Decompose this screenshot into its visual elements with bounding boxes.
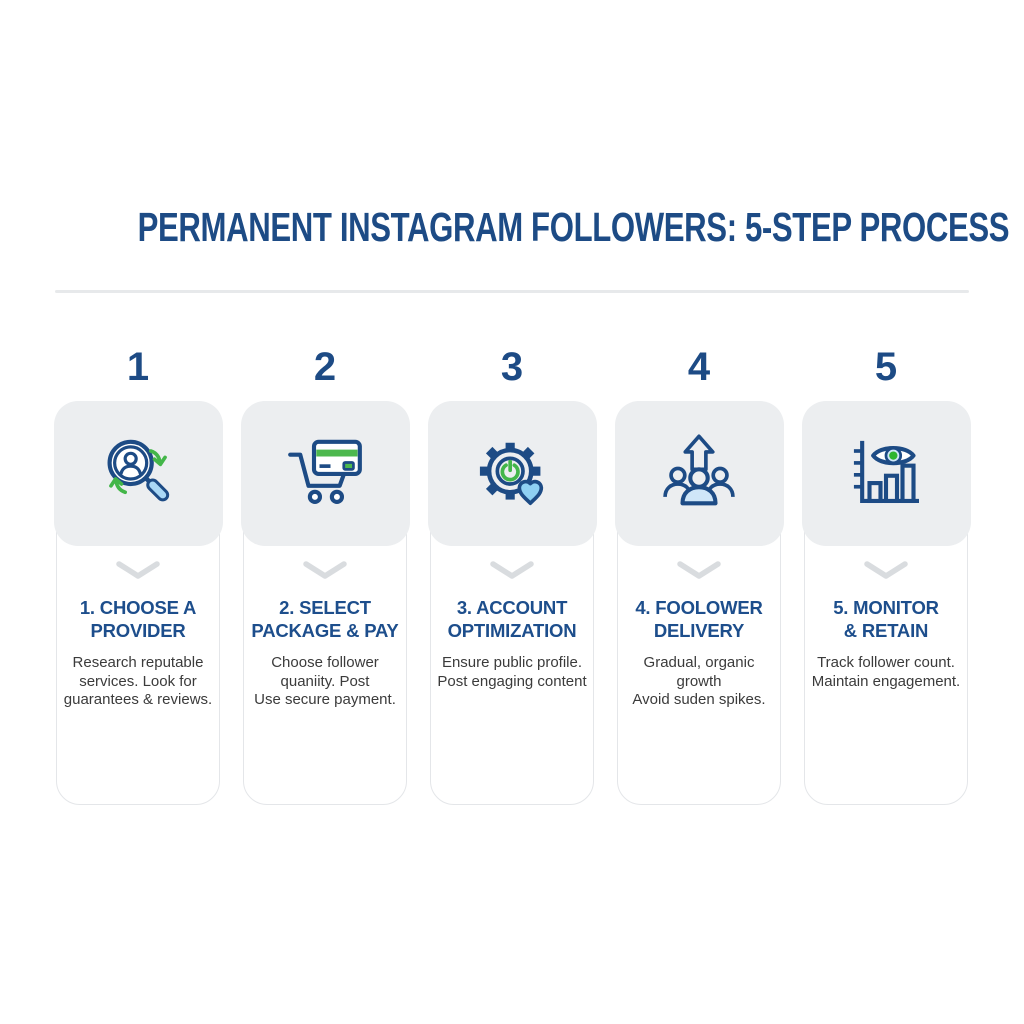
step-number: 4 bbox=[687, 345, 711, 389]
body-line: Post engaging content bbox=[437, 672, 587, 690]
heading-line: DELIVERY bbox=[653, 620, 745, 641]
step-heading: 3. ACCOUNT OPTIMIZATION bbox=[431, 596, 593, 642]
step-body: Track follower count. Maintain engagemen… bbox=[805, 654, 967, 691]
card-content: 2. SELECT PACKAGE & PAY Choose follower … bbox=[244, 402, 406, 710]
body-line: services. Look for bbox=[79, 672, 197, 690]
icon-box bbox=[240, 400, 410, 546]
heading-line: 5. MONITOR bbox=[833, 597, 939, 618]
gear-heart-icon bbox=[468, 429, 556, 517]
heading-line: PACKAGE & PAY bbox=[251, 620, 399, 641]
body-line: Research reputable bbox=[72, 654, 204, 671]
page-title: PERMANENT INSTAGRAM FOLLOWERS: 5-STEP PR… bbox=[0, 0, 1024, 248]
cart-credit-card-icon bbox=[281, 429, 369, 517]
step-card: 4. FOOLOWER DELIVERY Gradual, organic gr… bbox=[614, 400, 784, 805]
heading-line: 1. CHOOSE A bbox=[79, 597, 197, 618]
step-column-1: 1 bbox=[53, 293, 223, 805]
step-body: Gradual, organic growth Avoid suden spik… bbox=[618, 654, 780, 710]
card-content: 1. CHOOSE A PROVIDER Research reputable … bbox=[57, 402, 219, 710]
step-body: Ensure public profile. Post engaging con… bbox=[431, 654, 593, 691]
body-line: Choose follower bbox=[271, 654, 379, 671]
provider-search-icon bbox=[94, 429, 182, 517]
step-body: Choose follower quaniity. Post Use secur… bbox=[244, 654, 406, 710]
chevron-down-icon bbox=[805, 560, 967, 580]
card-content: 3. ACCOUNT OPTIMIZATION Ensure public pr… bbox=[431, 402, 593, 691]
step-number: 5 bbox=[874, 345, 898, 389]
body-line: Track follower count. bbox=[817, 654, 955, 671]
icon-box bbox=[614, 400, 784, 546]
chevron-down-icon bbox=[431, 560, 593, 580]
icon-box bbox=[53, 400, 223, 546]
step-column-5: 5 bbox=[801, 293, 971, 805]
body-line: quaniity. Post bbox=[280, 672, 370, 690]
icon-box bbox=[801, 400, 971, 546]
card-content: 4. FOOLOWER DELIVERY Gradual, organic gr… bbox=[618, 402, 780, 710]
icon-box bbox=[427, 400, 597, 546]
step-card: 5. MONITOR & RETAIN Track follower count… bbox=[801, 400, 971, 805]
heading-line: PROVIDER bbox=[90, 620, 186, 641]
chart-eye-icon bbox=[842, 429, 930, 517]
body-line: Avoid suden spikes. bbox=[632, 691, 766, 708]
step-card: 1. CHOOSE A PROVIDER Research reputable … bbox=[53, 400, 223, 805]
heading-line: & RETAIN bbox=[843, 620, 929, 641]
heading-line: 4. FOOLOWER bbox=[635, 597, 763, 618]
step-number: 2 bbox=[313, 345, 337, 389]
step-body: Research reputable services. Look for gu… bbox=[57, 654, 219, 710]
step-card: 2. SELECT PACKAGE & PAY Choose follower … bbox=[240, 400, 410, 805]
step-column-4: 4 bbox=[614, 293, 784, 805]
body-line: Ensure public profile. bbox=[441, 654, 583, 671]
followers-growth-icon bbox=[655, 429, 743, 517]
card-content: 5. MONITOR & RETAIN Track follower count… bbox=[805, 402, 967, 691]
steps-row: 1 bbox=[0, 293, 1024, 805]
body-line: Maintain engagement. bbox=[811, 672, 961, 690]
step-column-3: 3 bbox=[427, 293, 597, 805]
chevron-down-icon bbox=[244, 560, 406, 580]
chevron-down-icon bbox=[57, 560, 219, 580]
step-heading: 1. CHOOSE A PROVIDER bbox=[57, 596, 219, 642]
step-card: 3. ACCOUNT OPTIMIZATION Ensure public pr… bbox=[427, 400, 597, 805]
page-title-text: PERMANENT INSTAGRAM FOLLOWERS: 5-STEP PR… bbox=[137, 204, 1010, 250]
step-heading: 5. MONITOR & RETAIN bbox=[805, 596, 967, 642]
heading-line: OPTIMIZATION bbox=[447, 620, 577, 641]
heading-line: 3. ACCOUNT bbox=[456, 597, 568, 618]
chevron-down-icon bbox=[618, 560, 780, 580]
step-heading: 2. SELECT PACKAGE & PAY bbox=[244, 596, 406, 642]
body-line: Use secure payment. bbox=[254, 691, 396, 708]
title-divider bbox=[55, 290, 969, 293]
body-line: Gradual, organic bbox=[643, 654, 755, 671]
body-line: growth bbox=[676, 672, 722, 690]
step-heading: 4. FOOLOWER DELIVERY bbox=[618, 596, 780, 642]
step-column-2: 2 bbox=[240, 293, 410, 805]
step-number: 3 bbox=[500, 345, 524, 389]
step-number: 1 bbox=[126, 345, 150, 389]
body-line: guarantees & reviews. bbox=[63, 691, 213, 708]
heading-line: 2. SELECT bbox=[279, 597, 371, 618]
